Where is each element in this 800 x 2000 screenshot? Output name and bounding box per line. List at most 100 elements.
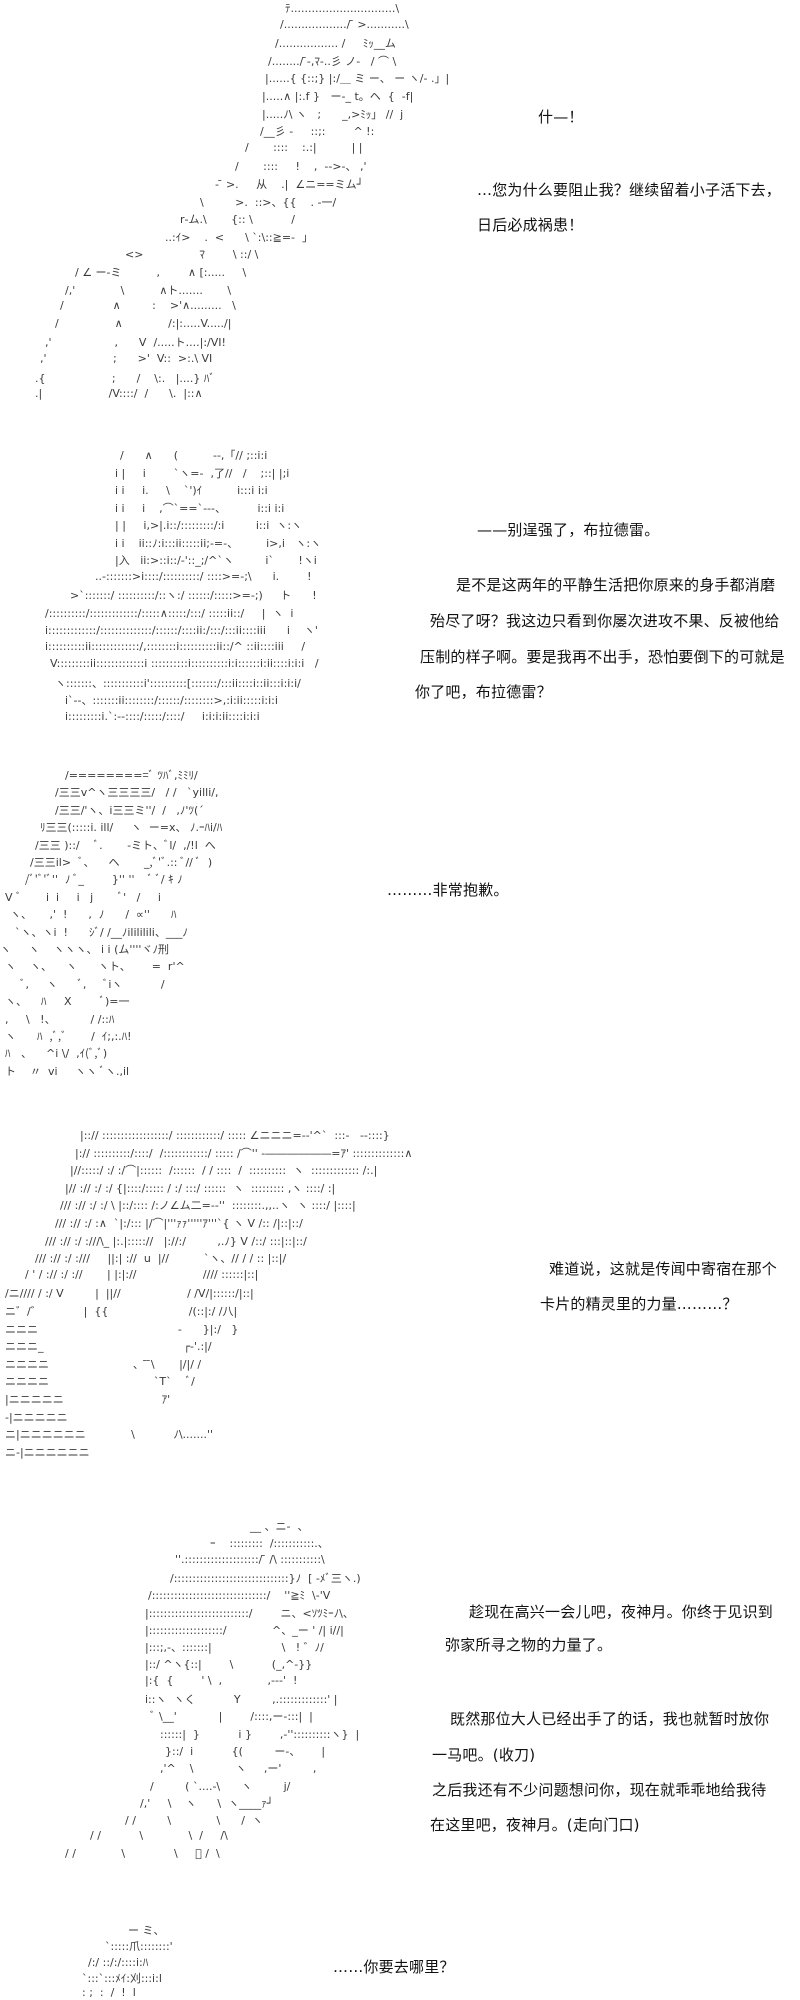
ascii-art-line: i | i `ヽ=- ,了// / ;::| |;i [115,466,290,480]
ascii-art-line: ヽ ヽ ヽヽヽ、 i i (ム''''ヾﾉ刑 [0,943,169,956]
ascii-art-line: ｰ ::::::::: /:::::::::::.、 [210,1537,329,1551]
dialogue-line: 压制的样子啊。要是我再不出手，恐怕要倒下的可就是 [420,648,785,666]
ascii-art-line: |::/ ^ヽ{::| \ (_,^‐}} [145,1658,313,1672]
dialogue-line: 是不是这两年的平静生活把你原来的身手都消磨 [456,576,776,594]
ascii-art-line: /:/ ::/:/::::i:ﾊ [88,1956,149,1969]
ascii-art-line: /三三 )::/ ﾞ. -ミト、ﾞl/ ,/!l へ [35,838,216,852]
dialogue-line: 一马吧。(收刀) [432,1746,536,1764]
ascii-art-line: /:::::::::::::::::::::::::::::::/ ''≧ﾐ \… [148,1589,331,1603]
ascii-art-line: / ( `....‐\ ヽ j/ [150,1779,291,1793]
ascii-art-line: |.....∧ |:.f } ー‐_ t。ヘ { ‐f| [262,90,414,103]
ascii-art-line: /::::::::::/:::::::::::::/:::::∧:::::/::… [45,606,294,620]
ascii-art-line: /......../ ̄-,ﾏ-..彡 ノ‐ / ⌒ \ [268,54,397,68]
ascii-art-line: /:::::::::::::::::::::::::::::::}ﾉ [ ‐ﾒﾞ… [170,1571,361,1585]
ascii-art-line: / :::: :.:| | | [245,140,363,154]
ascii-art-line: |:::;,-、:::::::| \ ! ゛ﾉ/ [145,1641,324,1655]
ascii-art-line: ::::::| } i } ,-''::::::::::ヽ} | [160,1727,360,1741]
ascii-art-line: |.....ﾉ\ ヽ ; _,>ﾐｯ」 // j [262,107,404,121]
ascii-art-line: ー ミ、 [128,1924,165,1937]
ascii-art-line: ﾞ \__' | /::::,ー‐:::| | [150,1710,313,1724]
ascii-art-line: ニニニ_ ┌‐'.:|/ [5,1340,212,1354]
ascii-art-line: |// :// :/ :/ {|::::/::::: / :/ :::/ :::… [65,1181,336,1195]
ascii-art-line: ニニニニ 、 ̄ ̄\ |/|/ / [5,1357,202,1371]
ascii-art-line: /// :// :/ :///\_ |:.|:::::// |://:/ ,.ﾉ… [45,1234,307,1248]
ascii-art-line: /=========ﾞ ﾂﾊﾞ,ﾐﾐﾘ/ [65,769,198,782]
ascii-art-line: i:::::::::i.`:--::::/:::::/::::/ i:i:i:i… [65,709,260,723]
ascii-art-line: |//:::::/ :/ :/⌒|:::::: /:::::: / / ::::… [70,1164,378,1178]
ascii-art-line: ト 〃 vi ヽヽ ﾞヽ.,il [5,1064,130,1078]
ascii-art-line: ,'^ \ ヽ ,ー' , [160,1762,317,1776]
dialogue-line: 你了吧，布拉德雷？ [415,683,552,701]
ascii-art-line: : ; : / ! l [82,1986,136,1999]
ascii-art-line: -|ニニニニニ [5,1410,68,1424]
ascii-art-line: / :::: ! , -‐>‐、 ,' [235,160,367,174]
ascii-art-line: /三三il> ﾞ、 ヘ _,ﾞ'ﾞ.:: ﾞ// ﾞ ) [30,856,213,869]
ascii-art-line: /ニ//// / :/ V | ||// / /V/|::::::/|::| [5,1287,254,1301]
dialogue-line: ——别逞强了，布拉德雷。 [477,521,660,539]
ascii-art-line: i::::::::::ii:::::::::::::/,::::::::i:::… [45,639,306,653]
ascii-art-line: , \ !、 / /::ﾊ [5,1012,115,1026]
dialogue-line: 难道说，这就是传闻中寄宿在那个 [549,1260,778,1278]
ascii-art-line: ﾃ..............................\ [285,2,400,15]
ascii-art-line: /__彡 ‐ ::;: ^ !: [260,125,375,139]
dialogue-line: 既然那位大人已经出手了的话，我也就暂时放你 [450,1710,770,1728]
ascii-art-line: / / \ \ ﾞ / \ [65,1846,220,1860]
ascii-art-line: /................. / ﾐｯ__ム [275,37,396,51]
ascii-art-line: |::// ::::::::::::::::::/ ::::::::::::/ … [80,1129,390,1142]
ascii-art-line: /// :// :/ :/ \ |::/:::: /:ノ∠ム二=--'' :::… [60,1199,356,1213]
ascii-art-line: /,' \ ヽ \ ヽ____ｧ┘ [140,1796,274,1810]
ascii-art-line: i:::::::::::::/::::::::::::::/::::::/:::… [45,624,318,637]
ascii-art-line: ニ-|ニニニニニニ [5,1445,90,1459]
dialogue-line: ………非常抱歉。 [387,881,509,899]
ascii-art-line: r‐ム.\ {:: \ / [180,213,295,227]
ascii-art-line: ,' , V /.....ト....|:/VI! [45,336,226,350]
ascii-art-line: / ∧ ( --,「// ;::i:i [120,449,268,462]
ascii-art-line: >`:::::::/ ::::::::::/::ヽ:/ ::::::/:::::… [70,589,317,602]
ascii-art-line: ニ|ニニニニニニ \ ﾉ\.......'' [5,1428,214,1442]
ascii-art-line: i i ii::ﾉ:i:::ii:::::ii;-=-、 i>,i ヽ:ヽ [115,536,322,550]
ascii-art-line: ヽ ﾊ ,ﾞ,ﾞ / ｲ;,:.ﾊ! [5,1030,132,1043]
ascii-art-line: ヽ:::::::、:::::::::::i'::::::::::[:::::::… [55,676,301,690]
ascii-art-line: /// :// :/ :/// ||:| :// u |// `ヽ、// / /… [35,1252,287,1266]
ascii-art-line: ヽ、 ﾊ X ﾞ)=一 [5,995,130,1009]
ascii-art-line: - ̄ >. 从 .| ∠ニ==ミム┘ [215,178,364,191]
ascii-art-line: `:::`:::ﾒｲ:刈:::i:l [82,1972,162,1985]
ascii-art-line: / ∠ ー‐ミ , ∧ [:..... \ [75,266,247,279]
ascii-art-line: |ニニニニニ ｱ' [5,1393,171,1406]
dialogue-line: ……你要去哪里？ [333,1958,455,1976]
dialogue-line: 日后必成祸患！ [477,216,584,234]
ascii-art-line: / ' / :// :/ :// | |:|:// //// ::::::|::… [25,1267,259,1281]
ascii-art-line: | | i,>|.i::/:::::::::/:i i::i ヽ:ヽ [115,519,303,532]
ascii-art-line: ニニニニ `T` ﾞ/ [5,1375,195,1389]
ascii-art-line: ..:ｲ> . < \ `:\::≧=- 」 [165,230,314,244]
ascii-art-line: /三三v^ヽ三三三三/ / / `yilli/, [55,786,219,800]
ascii-art-line: ﾞ, ヽ ﾞ, ﾞiヽ / [20,977,165,991]
ascii-art-line: \ >. ::>、{{ . ‐一/ [200,195,337,209]
ascii-art-line: ..-:::::::>i::::/::::::::::/ ::::>=-;\ i… [95,569,312,583]
ascii-art-line: /// :// :/ :∧ `|:/::: |/⌒|'''ｧｧ'''''ｱ'''… [55,1217,303,1230]
ascii-art-line: i::ヽ ヽく Y ,.:::::::::::::' | [145,1693,338,1706]
ascii-art-line: i`‐-、:::::::ii::::::::/::::::/::::::::>,… [65,694,278,707]
ascii-art-line: /ﾞ'ﾞ'ﾞ'' ﾉ ﾞ_ }'' '' ﾞ ﾞ/ ｷ ﾉ [25,873,183,887]
ascii-art-line: .{ ; / \:. |....} ﾊﾞ [35,371,215,385]
ascii-art-line: V:::::::::ii:::::::::::::i ::::::::::i::… [50,657,319,670]
dialogue-line: 什—！ [538,108,584,126]
ascii-art-line: |:{ { ' \ , ,-‐‐' ! [145,1673,298,1687]
ascii-art-line: ヽ ヽ、 ヽ ヽト、 = r'^ [5,960,185,974]
ascii-art-line: |......{ {::;} |:/＿ ミ ー、 ー ヽ/‐ .」| [265,72,450,86]
ascii-art-line: ﾘ三三(:::::i. ill/ ヽ ー=x、 ﾉ.ｰﾊi/ﾊ [40,821,223,835]
ascii-art-line: /................../ ̄ >...........\ [280,17,409,31]
dialogue-line: 弥家所寻之物的力量了。 [445,1636,613,1654]
dialogue-line: 在这里吧，夜神月。(走向门口) [430,1816,640,1834]
dialogue-line: 卡片的精灵里的力量………？ [540,1295,738,1313]
ascii-art-line: /,' \ ∧ト....... \ [65,283,232,297]
ascii-art-line: |:::::::::::::::::::::::::::/ ニ、<ｿﾂﾐｰﾉ\、 [145,1606,354,1620]
ascii-art-line: .| /V::::/ / \. |::∧ [35,387,203,401]
ascii-art-line: <> ﾏ \ ::/ \ [125,248,259,262]
ascii-art-line: `ヽ、ヽi ! ｼﾞ/ /__ﾉilililili、___ﾉ [15,925,188,939]
ascii-art-line: ニニニ - }|:/ } [5,1322,239,1336]
dialogue-line: 之后我还有不少问题想问你，现在就乖乖地给我待 [432,1781,767,1799]
ascii-art-line: }::/ i {( ー‐、 | [165,1744,326,1758]
ascii-art-line: ヽ、 ,' ! , ﾉ / ∝'' ﾊ [10,908,177,922]
ascii-art-line: ''.::::::::::::::::::::/ ̄ /\ ::::::::::… [175,1552,325,1566]
